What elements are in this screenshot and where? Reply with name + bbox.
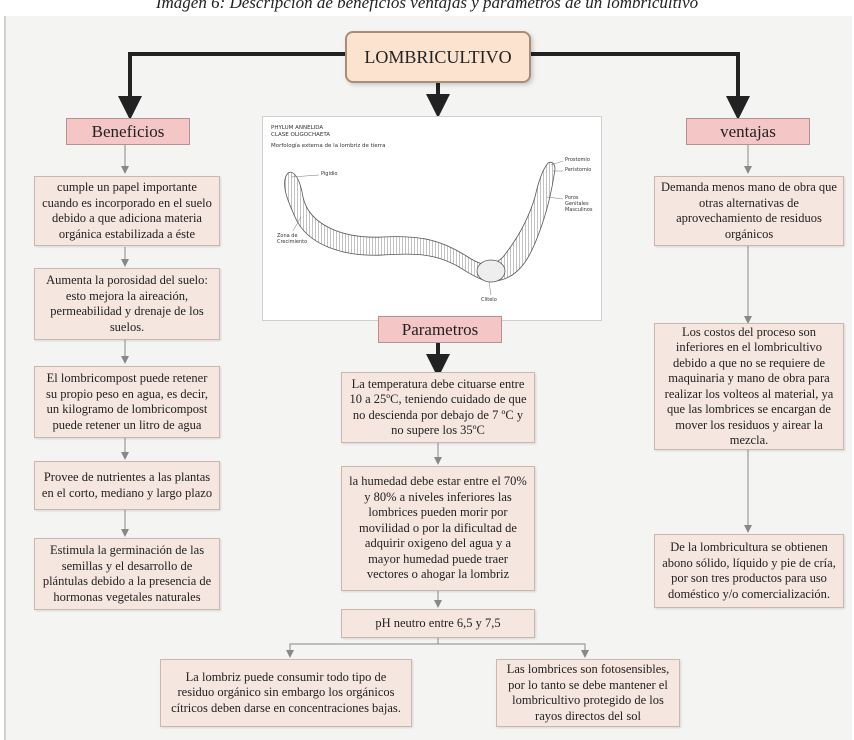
illustration-header: PHYLUM ANNELIDA CLASE OLIGOCHAETA Morfol…	[271, 125, 385, 150]
parametro-temperatura: La temperatura debe cituarse entre 10 a …	[341, 372, 535, 443]
parametro-residuos: La lombriz puede consumir todo tipo de r…	[160, 659, 412, 727]
label-peristomio: Peristomio	[565, 167, 592, 173]
heading-parametros: Parametros	[378, 316, 502, 343]
title-lombricultivo: LOMBRICULTIVO	[345, 31, 531, 83]
illustration-phylum: PHYLUM ANNELIDA	[271, 125, 324, 131]
earthworm-drawing	[284, 160, 564, 296]
heading-ventajas: ventajas	[686, 118, 810, 145]
ventaja-item-3: De la lombricultura se obtienen abono só…	[654, 534, 844, 608]
earthworm-illustration: PHYLUM ANNELIDA CLASE OLIGOCHAETA Morfol…	[262, 116, 602, 321]
label-clitelo: Clitelo	[481, 297, 497, 303]
beneficio-item-4: Provee de nutrientes a las plantas en el…	[34, 461, 220, 510]
label-pigidio: Pigidio	[321, 171, 338, 177]
heading-beneficios: Beneficios	[66, 118, 190, 145]
figure-caption: Imagen 6: Descripción de beneficios vent…	[155, 0, 699, 12]
beneficio-item-3: El lombricompost puede retener su propio…	[34, 366, 220, 438]
parametro-humedad: la humedad debe estar entre el 70% y 80%…	[341, 466, 535, 591]
label-prostomio: Prostomio	[565, 157, 590, 163]
parametro-ph: pH neutro entre 6,5 y 7,5	[341, 609, 535, 638]
label-zona-crecimiento: Zona de Crecimiento	[277, 233, 308, 245]
beneficio-item-1: cumple un papel importante cuando es inc…	[34, 176, 220, 246]
illustration-subtitle: Morfología externa de la lombriz de tier…	[271, 143, 386, 149]
ventaja-item-2: Los costos del proceso son inferiores en…	[654, 323, 844, 450]
beneficio-item-5: Estimula la germinación de las semillas …	[34, 538, 220, 610]
label-poros-genitales: Poros Genitales Masculinos	[565, 195, 593, 213]
beneficio-item-2: Aumenta la porosidad del suelo: esto mej…	[34, 268, 220, 340]
illustration-clase: CLASE OLIGOCHAETA	[271, 132, 331, 138]
arrow-title-to-ventajas	[530, 52, 750, 120]
parametro-fotosensibles: Las lombrices son fotosensibles, por lo …	[496, 659, 680, 727]
arrow-title-to-beneficios	[118, 52, 345, 120]
ventaja-item-1: Demanda menos mano de obra que otras alt…	[654, 176, 844, 246]
